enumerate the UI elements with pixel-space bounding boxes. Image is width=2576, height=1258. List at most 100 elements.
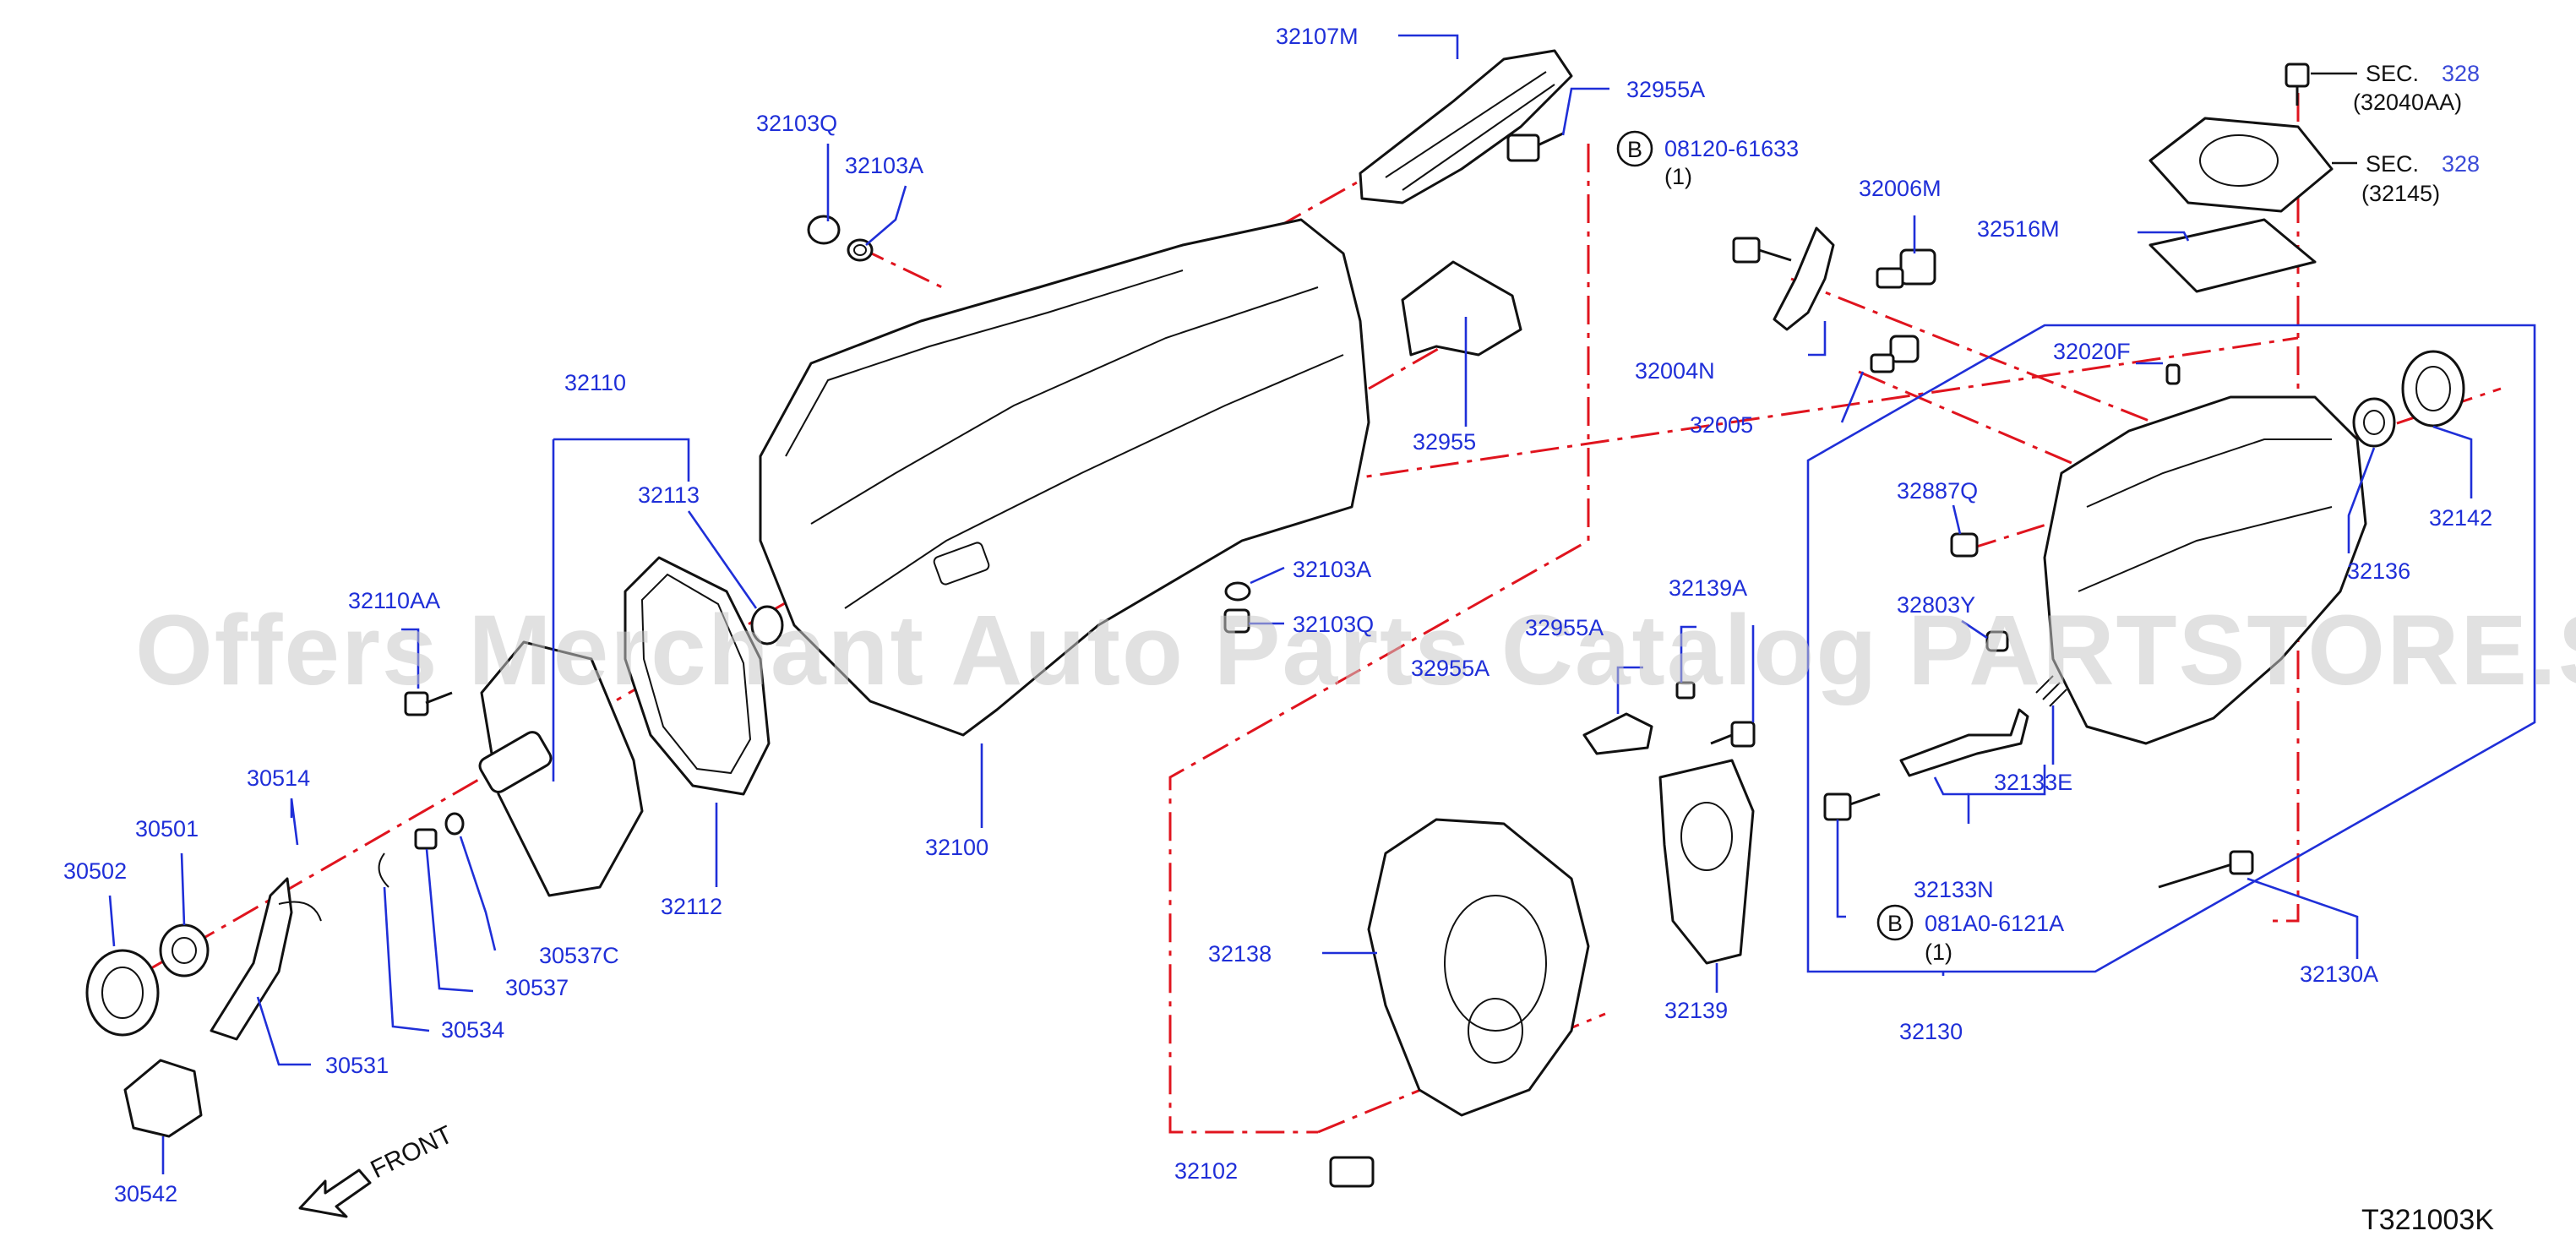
sec-ref-2-part: (32145) <box>2361 181 2440 206</box>
part-32112-gasket-shape <box>624 556 771 796</box>
part-32138-plate-shape <box>1367 818 1590 1117</box>
callout-32103A-top[interactable]: 32103A <box>845 153 923 178</box>
front-arrow-icon <box>298 1168 372 1218</box>
callout-30542[interactable]: 30542 <box>114 1181 177 1206</box>
diagram-code: T321003K <box>2361 1204 2494 1236</box>
callout-32103Q-mid[interactable]: 32103Q <box>1293 612 1374 637</box>
callout-32139[interactable]: 32139 <box>1664 998 1728 1023</box>
callout-30501[interactable]: 30501 <box>135 816 199 841</box>
callout-32955[interactable]: 32955 <box>1413 429 1476 455</box>
callout-30534[interactable]: 30534 <box>441 1017 504 1043</box>
part-32100-case-shape <box>759 218 1370 737</box>
callout-32133E[interactable]: 32133E <box>1994 770 2072 795</box>
part-32020F-pin-shape <box>2165 363 2181 385</box>
part-32130A-bolt-shape <box>2158 850 2254 889</box>
part-32103Q-top-shape <box>807 215 874 262</box>
callout-32005[interactable]: 32005 <box>1690 412 1753 438</box>
callout-32955A-top[interactable]: 32955A <box>1626 77 1705 102</box>
part-32887Q-bushing-shape <box>1950 532 1979 558</box>
rear-axis-centerline <box>878 336 2299 551</box>
sec-ref-centerline <box>2273 93 2300 923</box>
callout-32803Y[interactable]: 32803Y <box>1897 592 1975 618</box>
callout-30514[interactable]: 30514 <box>247 765 310 791</box>
callout-081A0-6121A[interactable]: 081A0-6121A <box>1925 911 2064 936</box>
part-081A0-bolt-shape <box>1823 792 1881 821</box>
part-32103-mid-shape <box>1223 581 1251 634</box>
part-30501-bearing-shape <box>159 923 210 978</box>
part-30502-seal-shape <box>85 949 160 1037</box>
part-30537C-washer-shape <box>444 812 465 836</box>
part-32133N-lever-shape <box>1899 708 2029 777</box>
callout-32103Q-top[interactable]: 32103Q <box>756 111 837 136</box>
callout-32112[interactable]: 32112 <box>661 894 722 919</box>
part-32006M-switch-shape <box>1876 248 1936 289</box>
bolt-symbol-bottom: B <box>1887 911 1903 936</box>
callout-32130A[interactable]: 32130A <box>2300 961 2378 987</box>
part-32955A-top-shape <box>1506 132 1564 162</box>
part-32516M-gasket-shape <box>2148 218 2317 293</box>
bolt-symbol-top: B <box>1627 137 1642 162</box>
callout-32113[interactable]: 32113 <box>638 482 700 508</box>
part-32005-switch-shape <box>1870 335 1920 373</box>
part-32004N-bracket-shape <box>1773 226 1835 331</box>
callout-32107M[interactable]: 32107M <box>1276 24 1359 49</box>
leader-lines <box>108 34 2536 1174</box>
callout-30537[interactable]: 30537 <box>505 975 569 1000</box>
part-32139A-bolt-shape <box>1710 721 1756 748</box>
part-32107M-shape <box>1359 49 1573 204</box>
parts <box>85 49 2465 1188</box>
sec-ref-1-number[interactable]: 328 <box>2442 61 2480 86</box>
callout-30531[interactable]: 30531 <box>325 1053 389 1078</box>
callout-30502[interactable]: 30502 <box>63 858 127 884</box>
part-30537-pivot-shape <box>414 828 438 850</box>
part-32803Y-shape <box>1985 630 2009 652</box>
sec-ref-2-number[interactable]: 328 <box>2442 151 2480 177</box>
switch-centerline-2 <box>1858 370 2096 475</box>
watermark-text: Offers Merchant Auto Parts Catalog PARTS… <box>135 595 2576 706</box>
callout-32955A-mid2[interactable]: 32955A <box>1411 656 1490 681</box>
callout-32020F[interactable]: 32020F <box>2053 339 2131 364</box>
part-32102-pad-shape <box>1329 1156 1375 1188</box>
callout-32103A-mid[interactable]: 32103A <box>1293 557 1371 582</box>
callout-32516M[interactable]: 32516M <box>1977 216 2060 242</box>
housing-frame-centerline <box>1168 144 1590 1134</box>
front-label: FRONT <box>367 1120 457 1184</box>
main-axis-centerline <box>101 547 880 999</box>
part-32113-seal-shape <box>750 605 784 645</box>
callout-32130[interactable]: 32130 <box>1899 1019 1963 1044</box>
callout-32136[interactable]: 32136 <box>2347 558 2410 584</box>
callout-32133N[interactable]: 32133N <box>1914 877 1994 902</box>
part-32130-housing-shape <box>2043 395 2367 745</box>
part-32142-seal-shape <box>2401 350 2465 428</box>
callout-32887Q[interactable]: 32887Q <box>1897 478 1978 504</box>
callout-32138[interactable]: 32138 <box>1208 941 1272 967</box>
callout-08120-61633[interactable]: 08120-61633 <box>1664 136 1799 161</box>
callout-32110AA[interactable]: 32110AA <box>348 588 440 613</box>
callout-32004N[interactable]: 32004N <box>1635 358 1715 384</box>
switch-centerline-1 <box>1790 277 2282 475</box>
callout-32100[interactable]: 32100 <box>925 835 988 860</box>
part-shift-tower-shape <box>2148 63 2334 213</box>
part-30542-boot-shape <box>123 1059 203 1138</box>
part-30531-fork-shape <box>210 877 322 1041</box>
part-32955-bracket-shape <box>1401 260 1522 357</box>
part-32136-seal-shape <box>2352 397 2396 448</box>
callout-32110[interactable]: 32110 <box>564 370 626 395</box>
callout-08120-qty: (1) <box>1664 164 1692 189</box>
sec-ref-1-label: SEC. <box>2366 61 2419 86</box>
callout-30537C[interactable]: 30537C <box>539 943 619 968</box>
callout-32142[interactable]: 32142 <box>2429 505 2492 531</box>
part-32110AA-bolt-shape <box>404 691 453 716</box>
part-32110-cover-shape <box>478 640 644 897</box>
part-32133E-spring-shape <box>2035 675 2067 707</box>
callout-32006M[interactable]: 32006M <box>1859 176 1942 201</box>
part-08120-bolt-shape <box>1732 237 1792 264</box>
bolt-symbol-circle-top <box>1616 130 1653 167</box>
bolt-symbol-circle-bottom <box>1876 904 1914 941</box>
callout-32139A[interactable]: 32139A <box>1669 575 1747 601</box>
callout-32102[interactable]: 32102 <box>1174 1158 1238 1184</box>
callout-32955A-mid[interactable]: 32955A <box>1525 615 1604 640</box>
part-32139-gasket-shape <box>1658 759 1755 965</box>
